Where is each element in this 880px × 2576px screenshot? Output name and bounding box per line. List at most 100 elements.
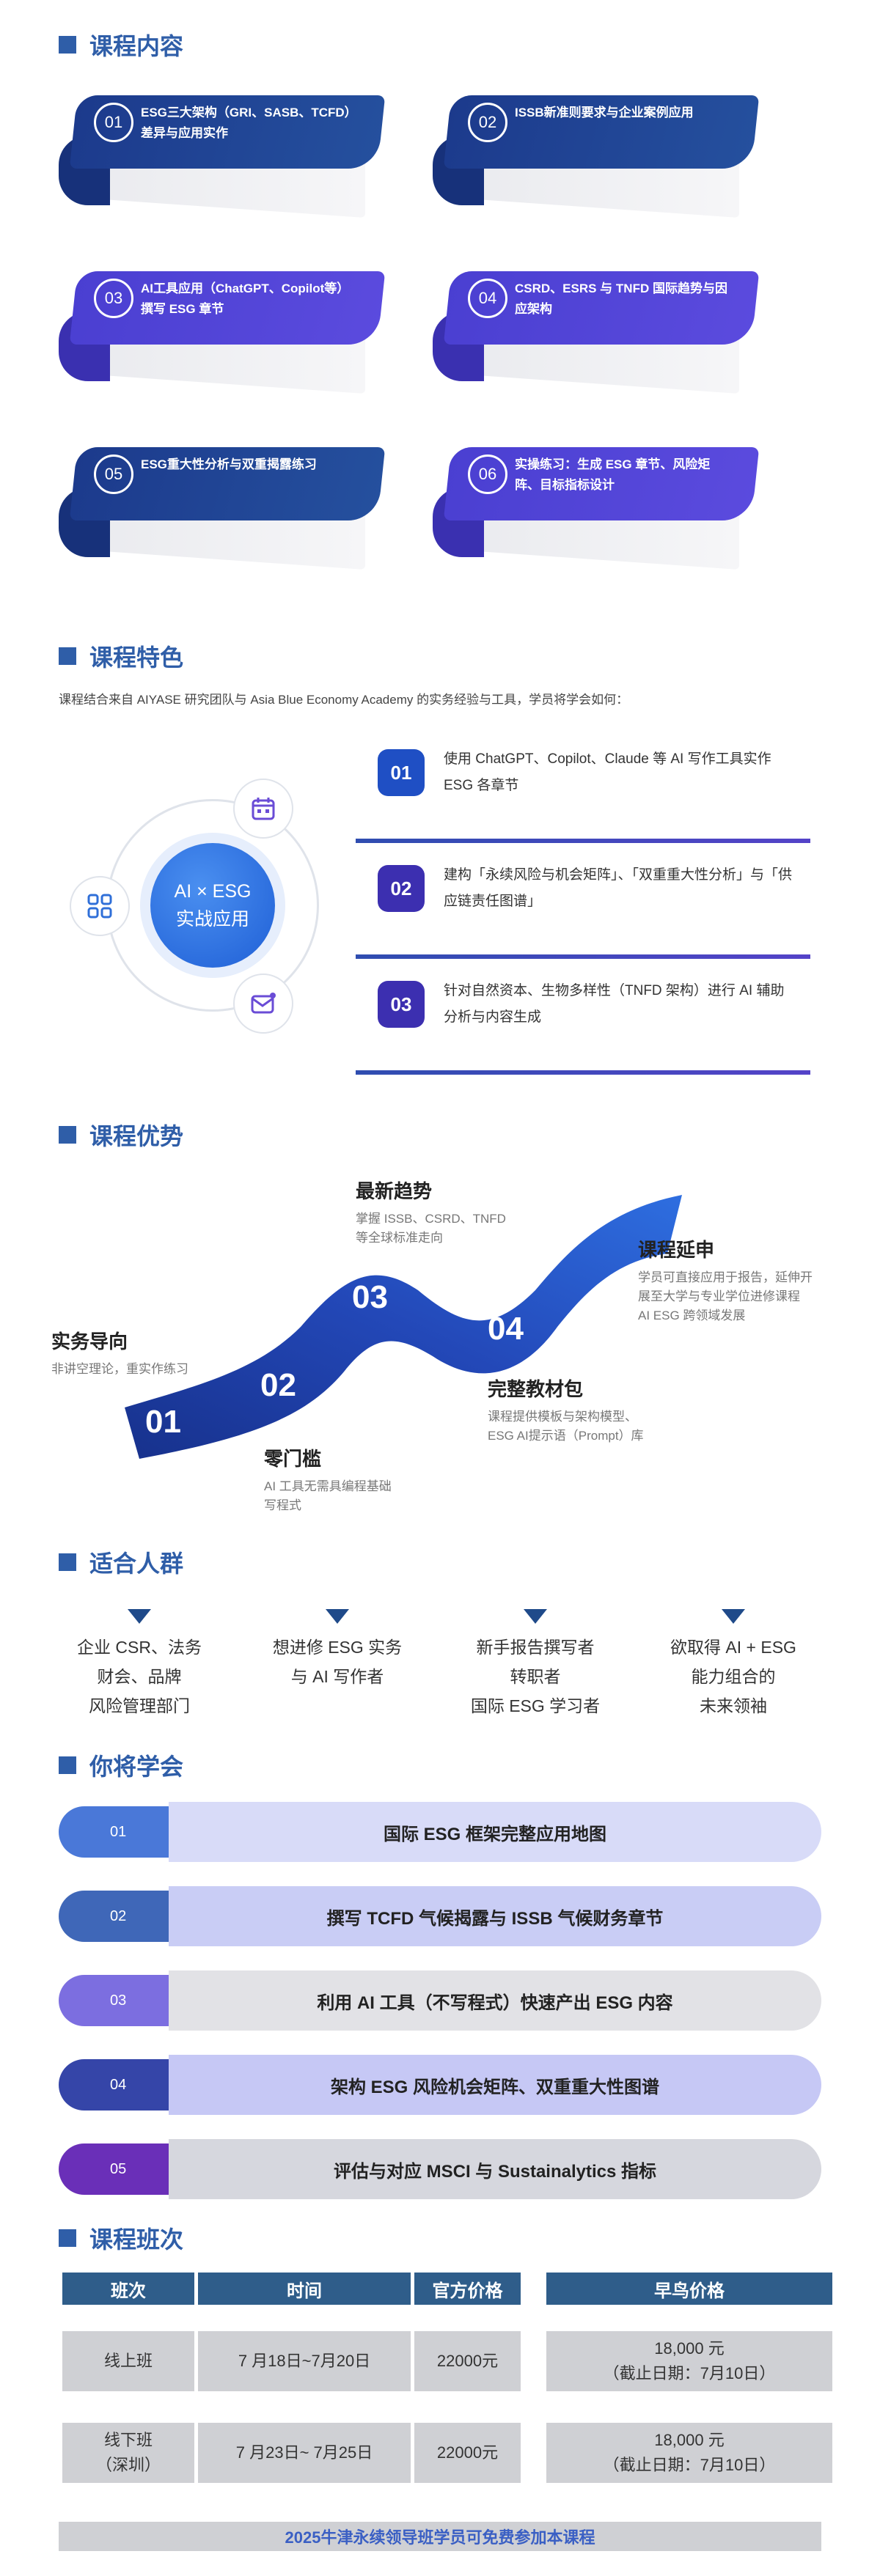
section-title-text: 课程特色	[89, 644, 184, 671]
advantage-title-05: 课程延申	[638, 1239, 715, 1261]
center-title: AI × ESG	[174, 881, 252, 902]
feature-number: 02	[378, 865, 425, 912]
calendar-icon	[233, 779, 293, 839]
card-number: 05	[94, 455, 133, 494]
advantage-number-02: 02	[260, 1367, 296, 1403]
section-title-text: 课程优势	[89, 1123, 184, 1149]
advantage-title-01: 实务导向	[51, 1331, 128, 1353]
chevron-down-icon	[326, 1609, 349, 1624]
table-header-time: 时间	[198, 2273, 411, 2305]
audience-item-2: 想进修 ESG 实务与 AI 写作者	[249, 1609, 425, 1691]
chevron-down-icon	[524, 1609, 547, 1624]
center-subtitle: 实战应用	[175, 909, 249, 930]
advantage-desc-01: 非讲空理论，重实作练习	[51, 1362, 188, 1376]
feature-divider	[356, 839, 810, 843]
table-header-class: 班次	[62, 2273, 194, 2305]
table-cell-price: 22000元	[414, 2423, 521, 2483]
table-cell-early: 18,000 元（截止日期：7月10日）	[546, 2331, 832, 2391]
learn-text: 利用 AI 工具（不写程式）快速产出 ESG 内容	[169, 1970, 821, 2031]
card-number: 01	[94, 103, 133, 142]
feature-item-01: 01 使用 ChatGPT、Copilot、Claude 等 AI 写作工具实作…	[356, 733, 810, 843]
advantage-number-01: 01	[145, 1404, 181, 1440]
mail-icon	[233, 974, 293, 1034]
advantage-title-02: 零门槛	[264, 1448, 322, 1470]
card-number: 06	[468, 455, 507, 494]
section-bullet	[59, 1553, 76, 1571]
grid-icon	[70, 876, 130, 936]
card-text: CSRD、ESRS 与 TNFD 国际趋势与因应架构	[515, 281, 727, 316]
content-card-06: 06 实操练习：生成 ESG 章节、风险矩阵、目标指标设计	[425, 433, 763, 579]
advantage-title-03: 最新趋势	[356, 1180, 433, 1202]
card-text: 实操练习：生成 ESG 章节、风险矩阵、目标指标设计	[515, 457, 711, 492]
section-bullet	[59, 1126, 76, 1144]
learn-item-04: 04 架构 ESG 风险机会矩阵、双重重大性图谱	[59, 2055, 821, 2115]
card-text: ISSB新准则要求与企业案例应用	[515, 106, 694, 119]
content-card-01: 01 ESG三大架构（GRI、SASB、TCFD）差异与应用实作	[51, 81, 389, 227]
content-card-02: 02 ISSB新准则要求与企业案例应用	[425, 81, 763, 227]
card-text: ESG三大架构（GRI、SASB、TCFD）差异与应用实作	[141, 106, 357, 140]
section-title-features: 课程特色	[59, 639, 183, 673]
card-number: 02	[468, 103, 507, 142]
section-title-learn: 你将学会	[59, 1748, 183, 1782]
learn-item-01: 01 国际 ESG 框架完整应用地图	[59, 1802, 821, 1862]
advantage-number-04: 04	[488, 1311, 524, 1347]
section-title-text: 适合人群	[89, 1550, 184, 1577]
section-title-advantages: 课程优势	[59, 1118, 183, 1152]
learn-item-03: 03 利用 AI 工具（不写程式）快速产出 ESG 内容	[59, 1970, 821, 2031]
section-bullet	[59, 36, 76, 54]
learn-text: 架构 ESG 风险机会矩阵、双重重大性图谱	[169, 2055, 821, 2115]
table-cell-class: 线下班（深圳）	[62, 2423, 194, 2483]
feature-number: 03	[378, 981, 425, 1028]
center-badge: AI × ESG 实战应用	[150, 843, 275, 968]
feature-number: 01	[378, 749, 425, 796]
section-bullet	[59, 1756, 76, 1774]
table-cell-price: 22000元	[414, 2331, 521, 2391]
chevron-down-icon	[722, 1609, 745, 1624]
advantage-number-05: 05	[627, 1171, 663, 1207]
section-title-text: 课程内容	[89, 33, 184, 59]
advantage-desc-02: AI 工具无需具编程基础写程式	[264, 1479, 392, 1512]
audience-item-3: 新手报告撰写者转职者国际 ESG 学习者	[447, 1609, 623, 1721]
feature-text: 使用 ChatGPT、Copilot、Claude 等 AI 写作工具实作 ES…	[444, 751, 771, 793]
content-card-04: 04 CSRD、ESRS 与 TNFD 国际趋势与因应架构	[425, 257, 763, 403]
feature-item-02: 02 建构「永续风险与机会矩阵」、「双重重大性分析」与「供应链责任图谱」	[356, 849, 810, 959]
section-bullet	[59, 2229, 76, 2247]
table-cell-time: 7 月18日~7月20日	[198, 2331, 411, 2391]
card-number: 03	[94, 279, 133, 318]
table-cell-early: 18,000 元（截止日期：7月10日）	[546, 2423, 832, 2483]
learn-text: 国际 ESG 框架完整应用地图	[169, 1802, 821, 1862]
advantage-desc-04: 课程提供模板与架构模型、ESG AI提示语（Prompt）库	[488, 1410, 644, 1443]
advantage-title-04: 完整教材包	[488, 1378, 584, 1400]
card-text: ESG重大性分析与双重揭露练习	[141, 457, 317, 471]
table-cell-time: 7 月23日~ 7月25日	[198, 2423, 411, 2483]
advantage-number-03: 03	[352, 1279, 388, 1315]
learn-text: 评估与对应 MSCI 与 Sustainalytics 指标	[169, 2139, 821, 2199]
feature-divider	[356, 1070, 810, 1075]
feature-divider	[356, 954, 810, 959]
features-intro: 课程结合来自 AIYASE 研究团队与 Asia Blue Economy Ac…	[59, 693, 629, 707]
table-cell-class: 线上班	[62, 2331, 194, 2391]
card-text: AI工具应用（ChatGPT、Copilot等）撰写 ESG 章节	[141, 281, 350, 316]
learn-item-02: 02 撰写 TCFD 气候揭露与 ISSB 气候财务章节	[59, 1886, 821, 1946]
learn-text: 撰写 TCFD 气候揭露与 ISSB 气候财务章节	[169, 1886, 821, 1946]
content-card-03: 03 AI工具应用（ChatGPT、Copilot等）撰写 ESG 章节	[51, 257, 389, 403]
advantage-ribbon	[125, 1195, 682, 1459]
feature-item-03: 03 针对自然资本、生物多样性（TNFD 架构）进行 AI 辅助分析与内容生成	[356, 965, 810, 1075]
audience-item-1: 企业 CSR、法务财会、品牌风险管理部门	[51, 1609, 227, 1721]
table-header-price: 官方价格	[414, 2273, 521, 2305]
section-title-content: 课程内容	[59, 28, 183, 62]
section-title-audience: 适合人群	[59, 1545, 183, 1579]
section-bullet	[59, 647, 76, 665]
feature-text: 建构「永续风险与机会矩阵」、「双重重大性分析」与「供应链责任图谱」	[444, 867, 793, 909]
feature-text: 针对自然资本、生物多样性（TNFD 架构）进行 AI 辅助分析与内容生成	[444, 983, 785, 1025]
section-title-classes: 课程班次	[59, 2221, 183, 2255]
chevron-down-icon	[128, 1609, 151, 1624]
section-title-text: 课程班次	[89, 2226, 184, 2253]
learn-item-05: 05 评估与对应 MSCI 与 Sustainalytics 指标	[59, 2139, 821, 2199]
card-number: 04	[468, 279, 507, 318]
content-card-05: 05 ESG重大性分析与双重揭露练习	[51, 433, 389, 579]
section-title-text: 你将学会	[89, 1753, 184, 1780]
